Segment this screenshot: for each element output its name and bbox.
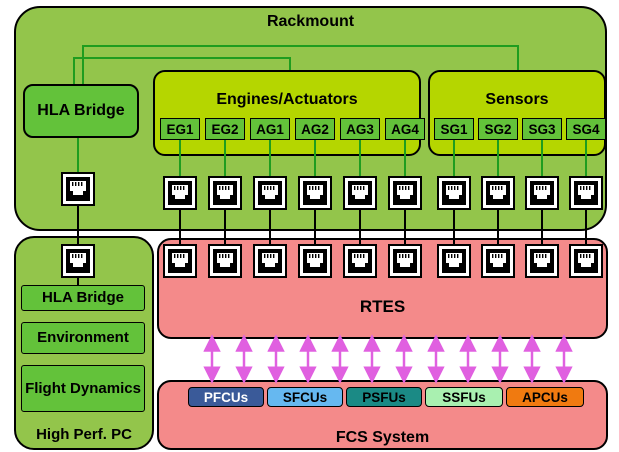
ethernet-cables xyxy=(77,206,587,285)
chip-port-links xyxy=(77,138,587,176)
fcs-unit-psfus: PSFUs xyxy=(346,387,422,407)
ethernet-port-icon-rtes-9 xyxy=(525,244,559,278)
engine-chip-eg2: EG2 xyxy=(205,118,245,140)
hla-bridge-rackmount-label: HLA Bridge xyxy=(37,102,125,119)
ethernet-port-icon-rtes-8 xyxy=(481,244,515,278)
hla-bridge-rackmount xyxy=(23,84,139,138)
ethernet-port-icon-rtes-4 xyxy=(298,244,332,278)
ethernet-port-icon-rtes-1 xyxy=(163,244,197,278)
fcs-unit-pfcus: PFCUs xyxy=(188,387,264,407)
environment-module: Environment xyxy=(21,322,145,354)
ethernet-port-icon-rtes-2 xyxy=(208,244,242,278)
fcs-unit-sfcus: SFCUs xyxy=(267,387,343,407)
sensors-title: Sensors xyxy=(485,91,549,108)
ethernet-port-icon-hla-pc xyxy=(61,244,95,278)
ethernet-port-icon-rack-5 xyxy=(343,176,377,210)
actuator-chip-ag2: AG2 xyxy=(295,118,335,140)
fcs-system-title: FCS System xyxy=(335,429,430,446)
ethernet-port-icon-rack-9 xyxy=(525,176,559,210)
sensor-chip-sg1: SG1 xyxy=(434,118,474,140)
hla-bus-lines xyxy=(73,45,519,84)
engine-chip-eg1: EG1 xyxy=(160,118,200,140)
ethernet-port-icon-rtes-7 xyxy=(437,244,471,278)
ethernet-port-icon-rtes-10 xyxy=(569,244,603,278)
rtes-fcs-arrows xyxy=(203,334,573,384)
actuator-chip-ag1: AG1 xyxy=(250,118,290,140)
ethernet-port-icon-rack-8 xyxy=(481,176,515,210)
engines-actuators-group xyxy=(153,70,421,156)
actuator-chip-ag3: AG3 xyxy=(340,118,380,140)
fcs-unit-apcus: APCUs xyxy=(506,387,584,407)
sensor-chip-sg2: SG2 xyxy=(478,118,518,140)
rackmount-title: Rackmount xyxy=(266,13,355,30)
ethernet-port-icon-rtes-5 xyxy=(343,244,377,278)
high-perf-pc-title: High Perf. PC xyxy=(36,426,132,443)
ethernet-port-icon-rtes-6 xyxy=(388,244,422,278)
rtes-title: RTES xyxy=(359,297,406,316)
flight-dynamics-module: Flight Dynamics xyxy=(21,365,145,412)
ethernet-port-icon-rack-2 xyxy=(208,176,242,210)
ethernet-port-icon-rack-3 xyxy=(253,176,287,210)
sensor-chip-sg4: SG4 xyxy=(566,118,606,140)
actuator-chip-ag4: AG4 xyxy=(385,118,425,140)
fcs-unit-ssfus: SSFUs xyxy=(425,387,503,407)
ethernet-port-icon-hla-rack xyxy=(61,172,95,206)
sensors-group xyxy=(428,70,606,156)
ethernet-port-icon-rtes-3 xyxy=(253,244,287,278)
ethernet-port-icon-rack-1 xyxy=(163,176,197,210)
engines-actuators-title: Engines/Actuators xyxy=(216,91,358,108)
ethernet-port-icon-rack-7 xyxy=(437,176,471,210)
hla-bridge-pc: HLA Bridge xyxy=(21,285,145,311)
ethernet-port-icon-rack-10 xyxy=(569,176,603,210)
sensor-chip-sg3: SG3 xyxy=(522,118,562,140)
ethernet-port-icon-rack-6 xyxy=(388,176,422,210)
ethernet-port-icon-rack-4 xyxy=(298,176,332,210)
